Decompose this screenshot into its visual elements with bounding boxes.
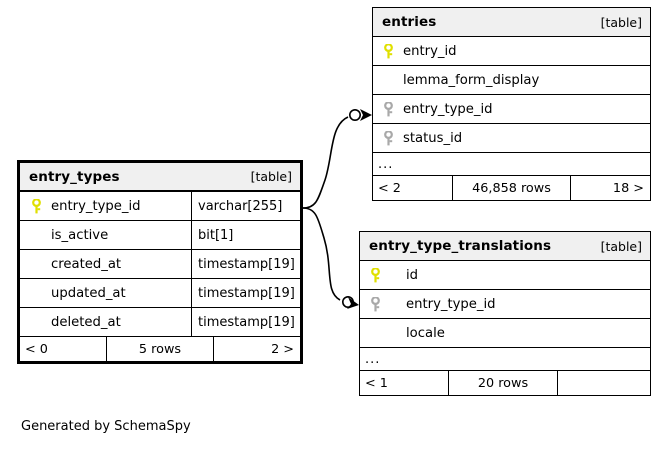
footer-children-count[interactable]: 2 > [271, 341, 294, 357]
table-entries[interactable]: entries [table] entry_id lemma_form_disp… [372, 7, 651, 201]
column-name: created_at [51, 256, 122, 272]
key-icon-foreign [368, 296, 382, 312]
key-icon-none [29, 256, 43, 272]
column-name: entry_type_id [406, 296, 496, 312]
table-row[interactable]: id [360, 261, 650, 290]
table-header-entry_type_translations: entry_type_translations [table] [360, 232, 650, 261]
edge-optional-circle-translations [341, 295, 354, 308]
generator-credit: Generated by SchemaSpy [21, 419, 191, 434]
footer-children-count[interactable]: 18 > [612, 180, 644, 196]
table-row[interactable]: entry_type_id [373, 95, 650, 124]
edge-arrowhead-entries [360, 109, 372, 121]
table-row[interactable]: lemma_form_display [373, 66, 650, 95]
column-name: status_id [403, 130, 463, 146]
more-columns-indicator: ... [360, 348, 650, 371]
table-row[interactable]: locale [360, 319, 650, 348]
table-title: entry_type_translations [369, 238, 552, 254]
footer-parents-count[interactable]: < 1 [365, 375, 388, 391]
column-cell: deleted_at [20, 308, 191, 336]
column-cell: updated_at [20, 279, 191, 307]
table-row[interactable]: status_id [373, 124, 650, 153]
table-entry_type_translations[interactable]: entry_type_translations [table] id entry… [359, 231, 651, 396]
table-header-entry_types: entry_types [table] [20, 163, 300, 192]
key-icon-none [29, 227, 43, 243]
footer-children-count[interactable] [558, 371, 650, 395]
column-type: timestamp[19] [191, 308, 300, 336]
footer-parents-count[interactable]: < 0 [25, 341, 48, 357]
column-name: id [406, 267, 419, 283]
footer-row-count: 46,858 rows [452, 176, 571, 200]
table-tag: [table] [600, 14, 642, 30]
column-cell: entry_type_id [373, 95, 650, 123]
column-cell: is_active [20, 221, 191, 249]
key-icon-primary [381, 43, 395, 59]
footer-row-count: 20 rows [448, 371, 558, 395]
column-type: varchar[255] [191, 192, 300, 220]
column-type: timestamp[19] [191, 279, 300, 307]
table-header-entries: entries [table] [373, 8, 650, 37]
table-row[interactable]: entry_id [373, 37, 650, 66]
key-icon-none [368, 325, 382, 341]
column-name: is_active [51, 227, 109, 243]
table-tag: [table] [600, 238, 642, 254]
column-cell: entry_type_id [20, 192, 191, 220]
table-footer: < 1 20 rows [360, 371, 650, 395]
table-entry_types[interactable]: entry_types [table] entry_type_id varcha… [17, 160, 303, 364]
key-icon-primary [29, 198, 43, 214]
column-name: lemma_form_display [403, 72, 540, 88]
table-row[interactable]: entry_type_id [360, 290, 650, 319]
column-cell: created_at [20, 250, 191, 278]
column-cell: locale [360, 319, 650, 347]
column-cell: entry_id [373, 37, 650, 65]
edge-optional-circle-entries [348, 109, 361, 122]
table-title: entry_types [29, 168, 120, 185]
column-cell: entry_type_id [360, 290, 650, 318]
table-title: entries [382, 14, 437, 30]
key-icon-none [29, 285, 43, 301]
column-name: entry_type_id [51, 198, 141, 214]
footer-parents-count[interactable]: < 2 [378, 180, 401, 196]
table-row[interactable]: created_at timestamp[19] [20, 250, 300, 279]
key-icon-foreign [381, 101, 395, 117]
table-row[interactable]: entry_type_id varchar[255] [20, 192, 300, 221]
key-icon-none [381, 72, 395, 88]
column-name: entry_id [403, 43, 457, 59]
column-name: deleted_at [51, 314, 121, 330]
column-type: bit[1] [191, 221, 300, 249]
column-cell: lemma_form_display [373, 66, 650, 94]
more-columns-indicator: ... [373, 153, 650, 176]
edge-entry_types-to-entry_type_translations [302, 207, 341, 301]
edge-arrowhead-translations [347, 297, 359, 309]
table-footer: < 2 46,858 rows 18 > [373, 176, 650, 200]
column-name: updated_at [51, 285, 126, 301]
key-icon-foreign [381, 130, 395, 146]
edge-entry_types-to-entries [302, 116, 349, 209]
table-row[interactable]: updated_at timestamp[19] [20, 279, 300, 308]
table-tag: [table] [250, 169, 292, 184]
column-cell: id [360, 261, 650, 289]
table-row[interactable]: deleted_at timestamp[19] [20, 308, 300, 337]
key-icon-primary [368, 267, 382, 283]
footer-row-count: 5 rows [106, 337, 214, 361]
column-name: locale [406, 325, 445, 341]
table-footer: < 0 5 rows 2 > [20, 337, 300, 361]
key-icon-none [29, 314, 43, 330]
column-type: timestamp[19] [191, 250, 300, 278]
table-row[interactable]: is_active bit[1] [20, 221, 300, 250]
column-name: entry_type_id [403, 101, 493, 117]
column-cell: status_id [373, 124, 650, 152]
